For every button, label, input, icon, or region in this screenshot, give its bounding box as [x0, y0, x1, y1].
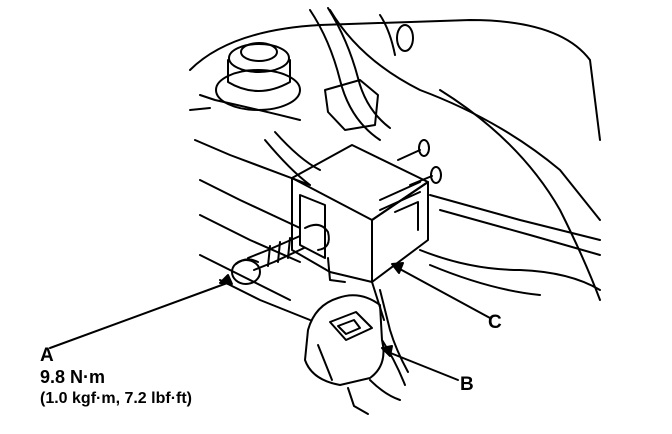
torque-value-alt: (1.0 kgf·m, 7.2 lbf·ft): [40, 390, 193, 407]
body-panel: [189, 9, 601, 321]
torque-value-nm: 9.8 N·m: [40, 367, 106, 387]
leader-line-a: [49, 281, 231, 349]
torque-spec: 9.8 N·m (1.0 kgf·m, 7.2 lbf·ft): [40, 367, 192, 409]
callout-label-b: B: [460, 374, 474, 395]
flange-bolt-icon: [231, 235, 305, 285]
connector-icon: [304, 281, 409, 415]
leader-line-b: [387, 351, 459, 381]
relay-box-icon: [291, 144, 429, 283]
wire-harness-icon: [264, 7, 391, 186]
panel-hole: [396, 24, 414, 52]
mounting-clip-icon: [397, 139, 442, 186]
callout-label-c: C: [488, 312, 502, 333]
leader-line-c: [397, 267, 491, 319]
leader-lines: [49, 262, 491, 381]
mounting-bolt-icon: [215, 42, 301, 111]
callout-label-a: A: [40, 345, 54, 366]
